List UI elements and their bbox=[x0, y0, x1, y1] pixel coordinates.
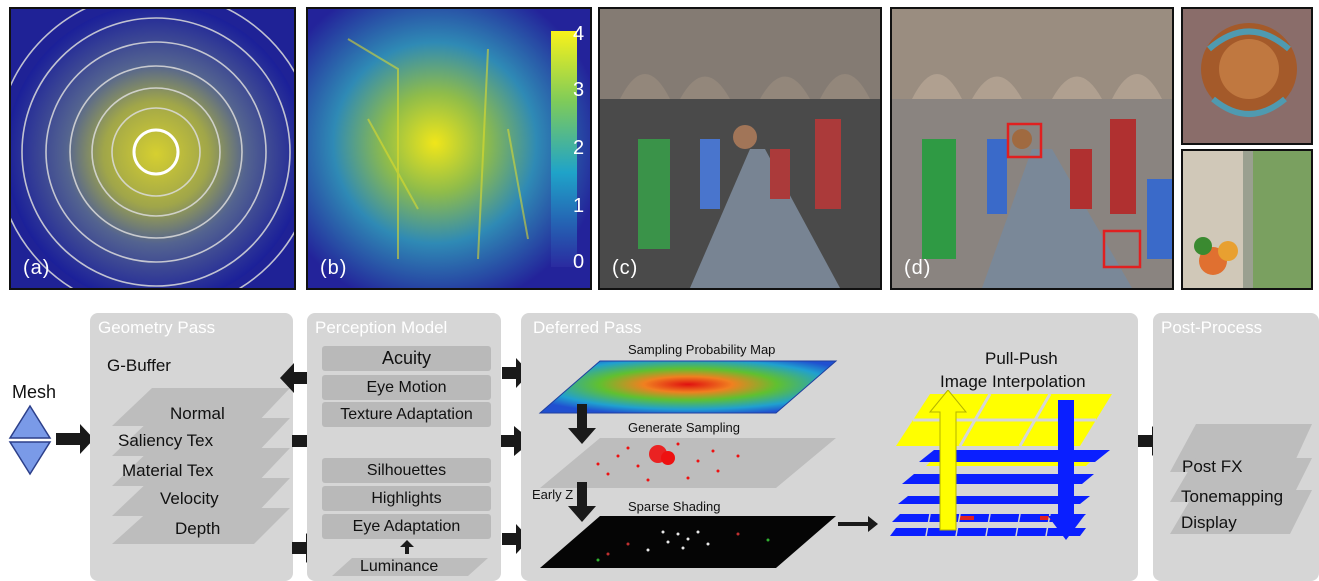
panel-a-label: (a) bbox=[23, 257, 51, 279]
luminance-layer bbox=[332, 558, 488, 576]
pullpush-title-line1: Pull-Push bbox=[985, 349, 1058, 368]
panel-b-label: (b) bbox=[320, 257, 348, 279]
gbuffer-label: G-Buffer bbox=[107, 356, 171, 375]
post-layer-display: Display bbox=[1181, 513, 1237, 532]
post-process-title: Post-Process bbox=[1161, 318, 1263, 337]
sampling-map-label: Sampling Probability Map bbox=[628, 342, 776, 357]
perception-model-title: Perception Model bbox=[315, 318, 448, 337]
perception-item-eye-motion: Eye Motion bbox=[322, 375, 491, 400]
flowers-closeup-image bbox=[1183, 151, 1311, 288]
panel-d-final-render: (d) bbox=[890, 7, 1174, 290]
geometry-pass-title: Geometry Pass bbox=[98, 318, 216, 337]
sparse-shading-plane bbox=[540, 516, 836, 568]
gbuffer-layer-normal: Normal bbox=[170, 404, 225, 423]
colorbar-tick-0: 0 bbox=[573, 251, 585, 273]
luminance-up-arrow bbox=[400, 540, 414, 554]
generate-sampling-label: Generate Sampling bbox=[628, 420, 741, 435]
luminance-label: Luminance bbox=[360, 558, 439, 575]
colorbar-tick-2: 2 bbox=[573, 137, 585, 159]
shading-to-pullpush-arrow bbox=[838, 516, 878, 532]
perception-item-acuity: Acuity bbox=[322, 346, 491, 371]
perception-item-highlights: Highlights bbox=[322, 486, 491, 511]
colorbar-tick-3: 3 bbox=[573, 79, 585, 101]
pullpush-title-line2: Image Interpolation bbox=[940, 372, 1086, 391]
post-layer-postfx: Post FX bbox=[1182, 457, 1243, 476]
mesh-label: Mesh bbox=[12, 382, 57, 402]
inset-flowers-closeup bbox=[1181, 149, 1313, 290]
post-layer-tonemapping: Tonemapping bbox=[1181, 487, 1284, 506]
density-heatmap-image bbox=[308, 9, 590, 288]
acuity-rings-image bbox=[11, 9, 294, 288]
early-z-label: Early Z bbox=[532, 487, 574, 502]
gbuffer-layers bbox=[112, 388, 290, 544]
mesh-triangles-icon bbox=[8, 404, 52, 476]
perception-item-eye-adaptation: Eye Adaptation bbox=[322, 514, 491, 539]
sampling-probability-map-plane bbox=[538, 360, 838, 414]
post-process-layers bbox=[1170, 424, 1312, 534]
colorbar-tick-1: 1 bbox=[573, 195, 585, 217]
generate-to-shading-arrow bbox=[568, 482, 596, 522]
gbuffer-layer-depth: Depth bbox=[175, 519, 221, 538]
pullpush-pyramid bbox=[890, 390, 1112, 540]
gbuffer-layer-material: Material Tex bbox=[122, 461, 214, 480]
perception-to-geometry-arrow bbox=[280, 363, 314, 393]
colorbar-tick-4: 4 bbox=[573, 23, 585, 45]
lion-closeup-image bbox=[1183, 9, 1311, 143]
inset-lion-closeup bbox=[1181, 7, 1313, 145]
colorbar-ticks: 4 3 2 1 0 bbox=[573, 23, 590, 273]
panel-c-label: (c) bbox=[612, 257, 639, 279]
perception-item-texture-adaptation: Texture Adaptation bbox=[322, 402, 491, 427]
generate-sampling-plane bbox=[540, 438, 836, 488]
panel-d-label: (d) bbox=[904, 257, 932, 279]
deferred-pass-title: Deferred Pass bbox=[533, 318, 642, 337]
panel-b-sampling-density: 4 3 2 1 0 (b) bbox=[306, 7, 592, 290]
perception-item-silhouettes: Silhouettes bbox=[322, 458, 491, 483]
panel-a-acuity-map: (a) bbox=[9, 7, 296, 290]
gbuffer-layer-saliency: Saliency Tex bbox=[118, 431, 214, 450]
panel-c-sparse-render: (c) bbox=[598, 7, 882, 290]
mesh-to-geometry-arrow bbox=[56, 424, 94, 454]
map-to-generate-arrow bbox=[568, 404, 596, 444]
gbuffer-layer-velocity: Velocity bbox=[160, 489, 219, 508]
sparse-render-image bbox=[600, 9, 880, 288]
sparse-shading-label: Sparse Shading bbox=[628, 499, 721, 514]
final-render-image bbox=[892, 9, 1172, 288]
